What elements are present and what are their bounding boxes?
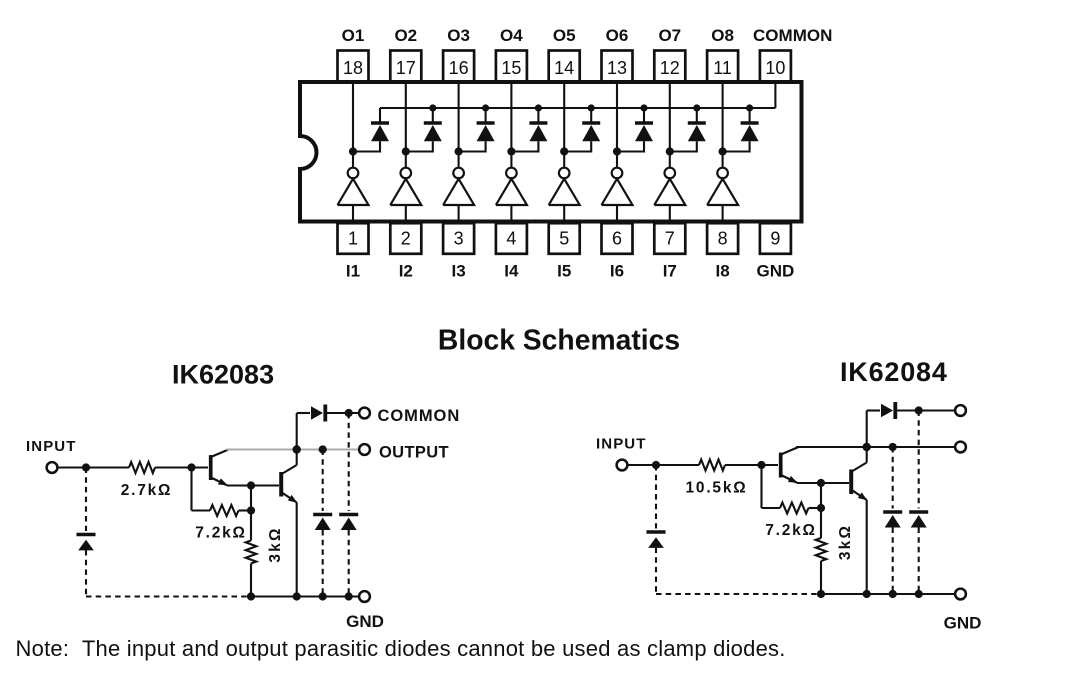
svg-text:O5: O5 — [553, 26, 576, 45]
svg-text:18: 18 — [343, 58, 363, 78]
svg-text:O1: O1 — [342, 26, 365, 45]
svg-text:5: 5 — [559, 229, 569, 249]
svg-text:OUTPUT: OUTPUT — [379, 443, 449, 461]
svg-text:12: 12 — [660, 58, 680, 78]
svg-text:6: 6 — [612, 229, 622, 249]
svg-text:Block Schematics: Block Schematics — [438, 324, 680, 356]
svg-text:O3: O3 — [447, 26, 470, 45]
svg-text:9: 9 — [770, 229, 780, 249]
svg-text:O4: O4 — [500, 26, 523, 45]
svg-text:I1: I1 — [346, 262, 360, 281]
svg-text:IK62084: IK62084 — [840, 357, 948, 387]
svg-text:1: 1 — [348, 229, 358, 249]
svg-text:15: 15 — [501, 58, 521, 78]
svg-text:INPUT: INPUT — [596, 436, 647, 453]
svg-text:10: 10 — [765, 58, 785, 78]
svg-text:O2: O2 — [394, 26, 417, 45]
svg-text:I3: I3 — [452, 262, 466, 281]
svg-text:14: 14 — [554, 58, 574, 78]
svg-text:I2: I2 — [399, 262, 413, 281]
svg-text:GND: GND — [757, 262, 795, 281]
svg-text:13: 13 — [607, 58, 627, 78]
svg-text:7: 7 — [665, 229, 675, 249]
svg-text:11: 11 — [713, 58, 732, 78]
svg-text:O8: O8 — [711, 26, 734, 45]
svg-text:I6: I6 — [610, 262, 624, 281]
svg-text:3kΩ: 3kΩ — [267, 526, 284, 562]
svg-text:COMMON: COMMON — [753, 26, 832, 45]
svg-text:O6: O6 — [606, 26, 629, 45]
svg-text:3: 3 — [454, 229, 464, 249]
svg-text:GND: GND — [346, 612, 384, 631]
svg-text:O7: O7 — [658, 26, 681, 45]
svg-text:I8: I8 — [716, 262, 730, 281]
svg-text:Note: The input and output pa: Note: The input and output parasitic dio… — [16, 636, 786, 661]
svg-text:I4: I4 — [504, 262, 519, 281]
svg-text:2.7kΩ: 2.7kΩ — [121, 482, 173, 499]
svg-text:8: 8 — [718, 229, 728, 249]
svg-text:GND: GND — [944, 614, 982, 633]
svg-text:3kΩ: 3kΩ — [837, 524, 854, 560]
svg-text:16: 16 — [449, 58, 469, 78]
svg-text:IK62083: IK62083 — [172, 360, 274, 390]
svg-text:7.2kΩ: 7.2kΩ — [195, 525, 247, 542]
svg-text:2: 2 — [401, 229, 411, 249]
svg-text:4: 4 — [506, 229, 516, 249]
svg-text:COMMON: COMMON — [378, 407, 461, 425]
svg-text:7.2kΩ: 7.2kΩ — [765, 522, 817, 539]
svg-text:17: 17 — [396, 58, 416, 78]
svg-text:I7: I7 — [663, 262, 677, 281]
svg-text:INPUT: INPUT — [26, 438, 77, 455]
svg-text:10.5kΩ: 10.5kΩ — [685, 479, 747, 496]
svg-text:I5: I5 — [557, 262, 571, 281]
